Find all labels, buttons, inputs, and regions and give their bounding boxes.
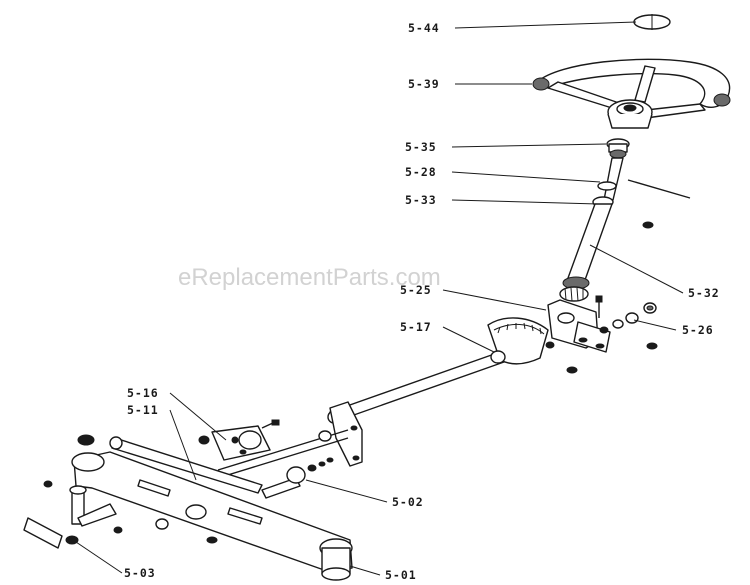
callout-5-28: 5-28: [405, 165, 437, 179]
callout-5-01: 5-01: [385, 568, 417, 582]
callout-5-44: 5-44: [408, 21, 440, 35]
watermark: eReplacementParts.com: [178, 264, 441, 291]
callout-5-35: 5-35: [405, 140, 437, 154]
drag-link-bolt-part: [566, 366, 578, 374]
callout-5-16: 5-16: [127, 386, 159, 400]
callout-5-32: 5-32: [688, 286, 720, 300]
column-bolt-part: [642, 221, 654, 229]
callout-5-11: 5-11: [127, 403, 159, 417]
roll-pin-part: [627, 179, 691, 199]
callout-5-17: 5-17: [400, 320, 432, 334]
steering-arm-part: [329, 401, 363, 467]
hardware-5-26-part: [599, 302, 658, 350]
tie-rod-part: [217, 429, 349, 479]
steering-bracket-part: [547, 299, 611, 353]
pivot-pin-part: [261, 457, 334, 499]
tie-bar-part: [77, 434, 263, 494]
callout-5-33: 5-33: [405, 193, 437, 207]
spindle-part: [23, 485, 117, 549]
drag-link-part: [327, 350, 506, 424]
bracket-bolt-part: [595, 295, 603, 318]
callout-5-25: 5-25: [400, 283, 432, 297]
wheel-cap-part: [633, 14, 671, 30]
steering-column-part: [559, 157, 624, 302]
callout-5-26: 5-26: [682, 323, 714, 337]
callout-5-02: 5-02: [392, 495, 424, 509]
callout-5-39: 5-39: [408, 77, 440, 91]
left-hardware-part: [43, 480, 218, 544]
callout-5-03: 5-03: [124, 566, 156, 580]
column-nut-part: [606, 138, 630, 159]
spindle-bracket-part: [198, 425, 271, 461]
leader-lines: [75, 21, 684, 576]
steering-wheel-part: [532, 58, 731, 129]
bracket-bolt-upper-part: [261, 419, 280, 429]
